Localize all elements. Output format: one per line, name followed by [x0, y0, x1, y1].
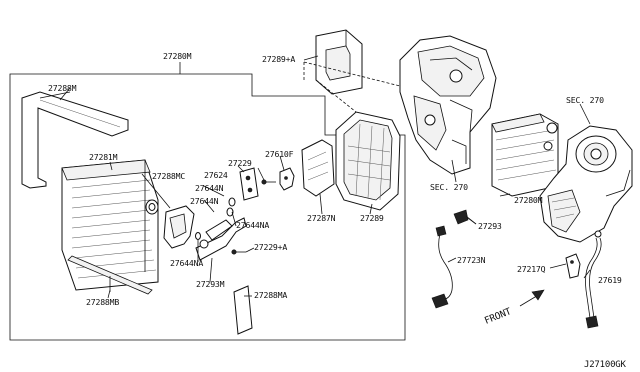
part-27287N-filter[interactable]: [301, 139, 335, 197]
hvac-housing-right: [539, 125, 633, 243]
label-27217Q[interactable]: 27217Q: [517, 264, 546, 274]
part-27288MA-seal[interactable]: [233, 285, 253, 335]
label-27644NA-a[interactable]: 27644NA: [236, 220, 270, 230]
diagram-code: J27100GK: [584, 360, 627, 370]
label-27288MB[interactable]: 27288MB: [86, 297, 120, 307]
label-27293M[interactable]: 27293M: [196, 279, 225, 289]
part-27619-tube[interactable]: [585, 230, 602, 329]
label-27644N-b[interactable]: 27644N: [190, 196, 219, 206]
part-27281M-evaporator[interactable]: [61, 159, 159, 291]
label-27281M[interactable]: 27281M: [89, 152, 118, 162]
label-27289A[interactable]: 27289+A: [262, 54, 296, 64]
label-27287N[interactable]: 27287N: [307, 213, 336, 223]
part-27289-filter-frame[interactable]: [335, 111, 401, 211]
part-27644N-orings[interactable]: [195, 197, 236, 240]
label-27624[interactable]: 27624: [204, 170, 228, 180]
label-sec270-right[interactable]: SEC. 270: [566, 95, 604, 105]
label-27288M[interactable]: 27288M: [48, 83, 77, 93]
part-27229-bolt[interactable]: [261, 179, 276, 185]
label-27288MC[interactable]: 27288MC: [152, 171, 186, 181]
part-27280M-heater-core[interactable]: [491, 113, 559, 197]
label-27289[interactable]: 27289: [360, 213, 384, 223]
label-27293[interactable]: 27293: [478, 221, 502, 231]
leader-lines: [59, 55, 591, 299]
label-27280M-top[interactable]: 27280M: [163, 51, 192, 61]
label-27288MA[interactable]: 27288MA: [254, 290, 288, 300]
part-27293M-pipe[interactable]: [195, 217, 247, 261]
label-27644NA-b[interactable]: 27644NA: [170, 258, 204, 268]
label-27229A[interactable]: 27229+A: [254, 242, 288, 252]
label-27619[interactable]: 27619: [598, 275, 622, 285]
front-direction-arrow: [519, 289, 545, 307]
part-27624-expansion-valve[interactable]: [239, 167, 259, 201]
part-27610F-sensor[interactable]: [279, 167, 295, 191]
part-27217Q-clip[interactable]: [565, 253, 581, 279]
label-27229[interactable]: 27229: [228, 158, 252, 168]
hvac-housing-left: [399, 35, 497, 175]
part-27723N-harness[interactable]: [431, 225, 453, 309]
part-27229A-bolt[interactable]: [231, 249, 246, 255]
label-27644N-a[interactable]: 27644N: [195, 183, 224, 193]
part-27288M-bracket[interactable]: [21, 91, 129, 189]
label-27280M-right[interactable]: 27280M: [514, 195, 543, 205]
part-27288MB-seal[interactable]: [67, 255, 153, 295]
part-27288MC-insulator[interactable]: [163, 205, 195, 249]
label-27610F[interactable]: 27610F: [265, 149, 294, 159]
label-27723N[interactable]: 27723N: [457, 255, 486, 265]
label-sec270-left[interactable]: SEC. 270: [430, 182, 468, 192]
front-label: FRONT: [483, 306, 513, 327]
part-27289A-foam[interactable]: [315, 29, 363, 95]
callout-labels: 27280M 27289+A 27288M 27281M 27288MC 276…: [48, 51, 627, 370]
